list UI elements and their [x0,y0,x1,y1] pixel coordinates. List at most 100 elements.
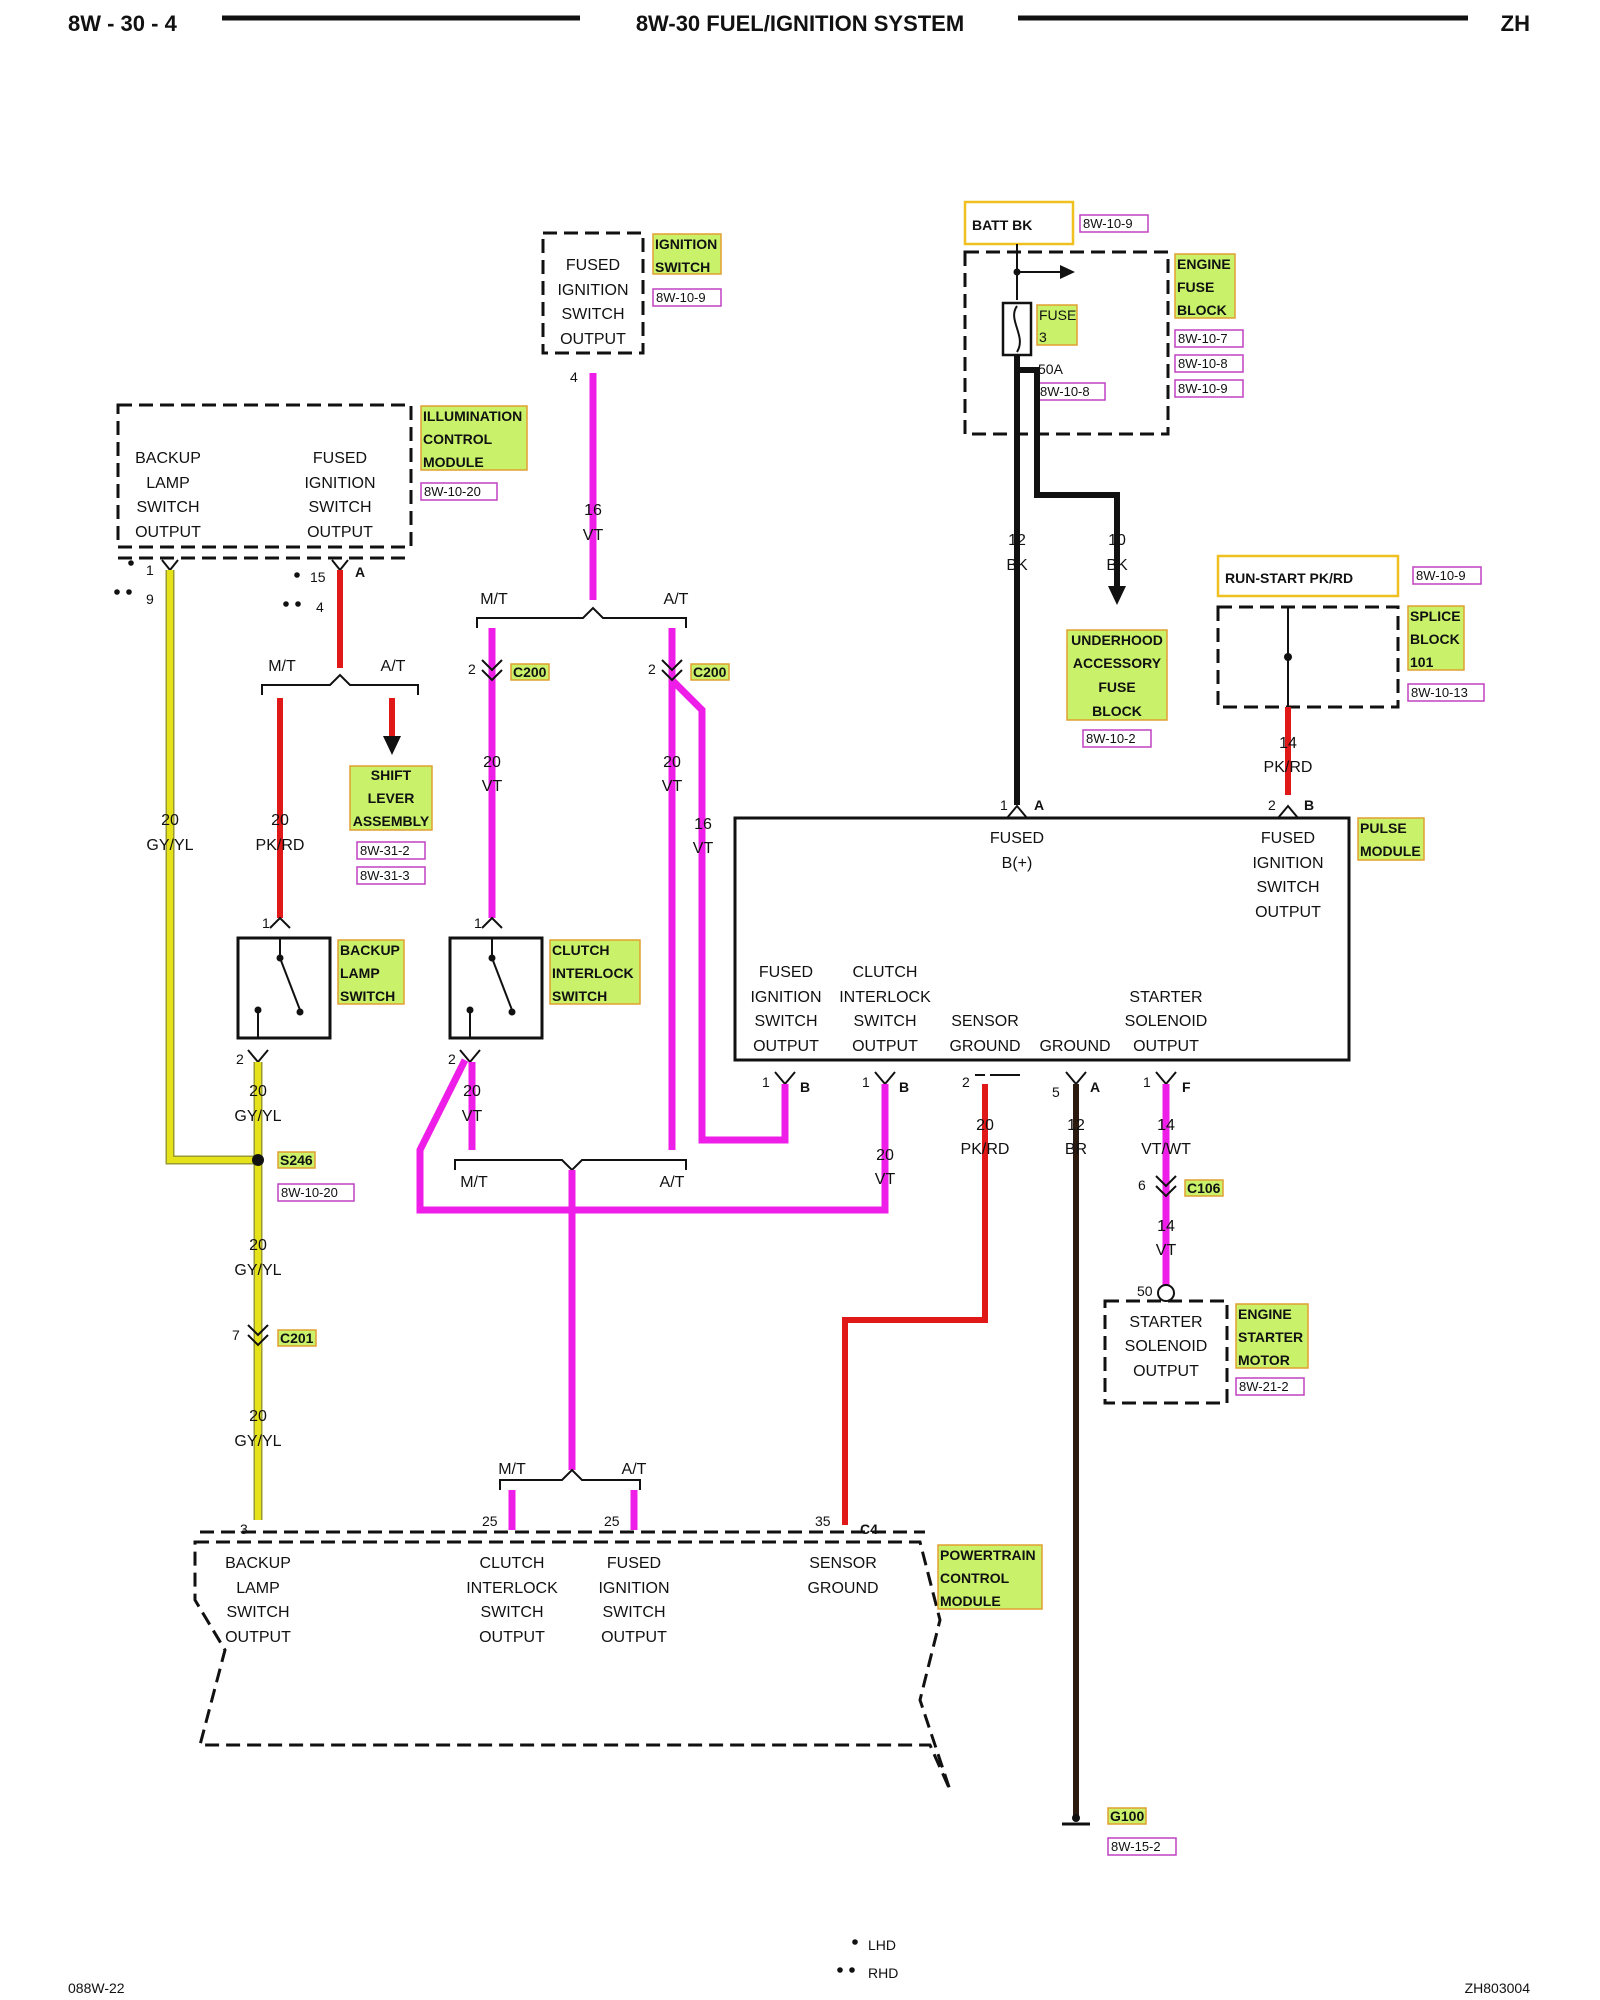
batt-bk-ref[interactable]: 8W-10-9 [1083,216,1133,231]
esm-line-2: SOLENOID [1125,1338,1208,1355]
efb-ref-3[interactable]: 8W-10-9 [1178,381,1228,396]
ign-line-1: FUSED [566,257,620,274]
wire-clutch-out-gauge: 20 [463,1083,481,1100]
cl-pin-1: 1 [474,915,482,931]
ua-name-2: ACCESSORY [1073,655,1162,671]
sl-ref-box-2 [356,866,426,885]
g100-ref[interactable]: 8W-15-2 [1111,1839,1161,1854]
wire-c106-color: VT [1156,1242,1177,1259]
icm-name-1: ILLUMINATION [423,408,522,424]
wire-c201-gauge: 20 [249,1408,267,1425]
pm-b5-3: OUTPUT [1133,1038,1199,1055]
pcm-name-2: CONTROL [940,1570,1010,1586]
esm-line-3: OUTPUT [1133,1363,1199,1380]
sl-ref-2[interactable]: 8W-31-3 [360,868,410,883]
wire-pk-ill-gauge: 20 [271,812,289,829]
c200-label-right: C200 [693,664,727,680]
cl-name-1: CLUTCH [552,942,610,958]
engine-fuse-block: BATT BK 8W-10-9 FUSE 3 50A 8W-10-8 ENGIN… [963,200,1244,436]
pmb-pin-B1: B [800,1079,810,1095]
pmb-pin-B2: B [899,1079,909,1095]
ua-ref[interactable]: 8W-10-2 [1086,731,1136,746]
pmb-pin-1: 1 [762,1074,770,1090]
engine-starter-motor: 50 STARTER SOLENOID OUTPUT ENGINE STARTE… [1103,1283,1309,1405]
pm-b1-4: OUTPUT [753,1038,819,1055]
wire-bl-out-color: GY/YL [234,1108,281,1125]
c200-pin-left: 2 [468,661,476,677]
pcm-tag [937,1544,1043,1610]
ua-name-4: BLOCK [1092,703,1142,719]
pm-b2-3: SWITCH [853,1013,916,1030]
pm-fused-b-2: B(+) [1002,855,1033,872]
wire-batt-12-color: BK [1006,557,1028,574]
page-header: 8W - 30 - 4 8W-30 FUEL/IGNITION SYSTEM Z… [68,11,1530,36]
icm-ref[interactable]: 8W-10-20 [424,484,481,499]
ua-ref-box [1082,729,1152,748]
pulse-module-box [733,816,1351,1062]
wire-c106-gauge: 14 [1157,1218,1175,1235]
ign-name-1: IGNITION [655,236,717,252]
pm-name-2: MODULE [1360,843,1421,859]
footer-left-code: 088W-22 [68,1980,125,1996]
engine-fuse-block-box [963,250,1170,436]
icm-tag [420,405,528,471]
pcm-pin-4: 35 [815,1513,831,1529]
ign-line-3: SWITCH [561,306,624,323]
efb-ref-box-3 [1174,379,1244,398]
wire-clutch-out-color: VT [462,1108,483,1125]
pcm-box [193,1540,952,1791]
run-start-ref[interactable]: 8W-10-9 [1416,568,1466,583]
connector-c106: 6 C106 [1138,1175,1224,1198]
pm-b2-4: OUTPUT [852,1038,918,1055]
ign-ref[interactable]: 8W-10-9 [656,290,706,305]
pm-pin-B: B [1304,797,1314,813]
pm-bottom-pins: 1 B 1 B 2 5 A 1 F [762,1071,1191,1100]
cl-name-3: SWITCH [552,988,607,1004]
sb-ref[interactable]: 8W-10-13 [1411,685,1468,700]
wire-s246-gauge: 20 [249,1237,267,1254]
branch-at-3: A/T [660,1174,685,1191]
sl-ref-1[interactable]: 8W-31-2 [360,843,410,858]
branch-at-1: A/T [664,591,689,608]
bus-node [1013,268,1021,276]
connector-c200: 2 C200 2 C200 [468,659,730,682]
ign-pin: 4 [570,369,578,385]
clutch-interlock-switch: 1 CLUTCH INTERLOCK SWITCH 2 [448,915,641,1067]
wire-bl-out-gauge: 20 [249,1083,267,1100]
pcm-c2-1: CLUTCH [480,1555,545,1572]
fuse-ref[interactable]: 8W-10-8 [1040,384,1090,399]
sb-name-3: 101 [1410,654,1434,670]
shift-lever-arrow-icon [383,736,401,755]
pm-b2-2: INTERLOCK [839,989,931,1006]
page-footer: LHD RHD 088W-22 ZH803004 [68,1937,1530,1996]
pm-fused-ign-2: IGNITION [1252,855,1323,872]
icm-right-1: FUSED [313,450,367,467]
wire-gy-top-color: GY/YL [146,837,193,854]
pcm-c3-4: OUTPUT [601,1629,667,1646]
icm-box [116,403,413,549]
underhood-accessory-fuse-block: UNDERHOOD ACCESSORY FUSE BLOCK 8W-10-2 [1066,629,1168,748]
powertrain-control-module: 3 25 25 35 C4 BACKUP LAMP SWITCH OUTPUT … [193,1513,1043,1791]
wire-batt-12-gauge: 12 [1008,532,1026,549]
s246-ref[interactable]: 8W-10-20 [281,1185,338,1200]
efb-ref-box-2 [1174,354,1244,373]
bl-name-2: LAMP [340,965,380,981]
branch-bracket-ign [476,606,687,628]
icm-name-3: MODULE [423,454,484,470]
efb-ref-2[interactable]: 8W-10-8 [1178,356,1228,371]
icm-right-3: SWITCH [308,499,371,516]
wire-run-start-color: PK/RD [1264,759,1313,776]
run-start-ref-box [1412,566,1482,585]
esm-ref[interactable]: 8W-21-2 [1239,1379,1289,1394]
splice-node [1284,653,1292,661]
pmb-pin-A: A [1090,1079,1100,1095]
ignition-switch-box [541,231,645,355]
sl-name-3: ASSEMBLY [353,813,430,829]
branch-mt-3: M/T [460,1174,488,1191]
pcm-c3-2: IGNITION [598,1580,669,1597]
efb-ref-1[interactable]: 8W-10-7 [1178,331,1228,346]
branch-at-4: A/T [622,1461,647,1478]
wire-ign-out-color: VT [583,527,604,544]
pcm-c3-3: SWITCH [602,1604,665,1621]
